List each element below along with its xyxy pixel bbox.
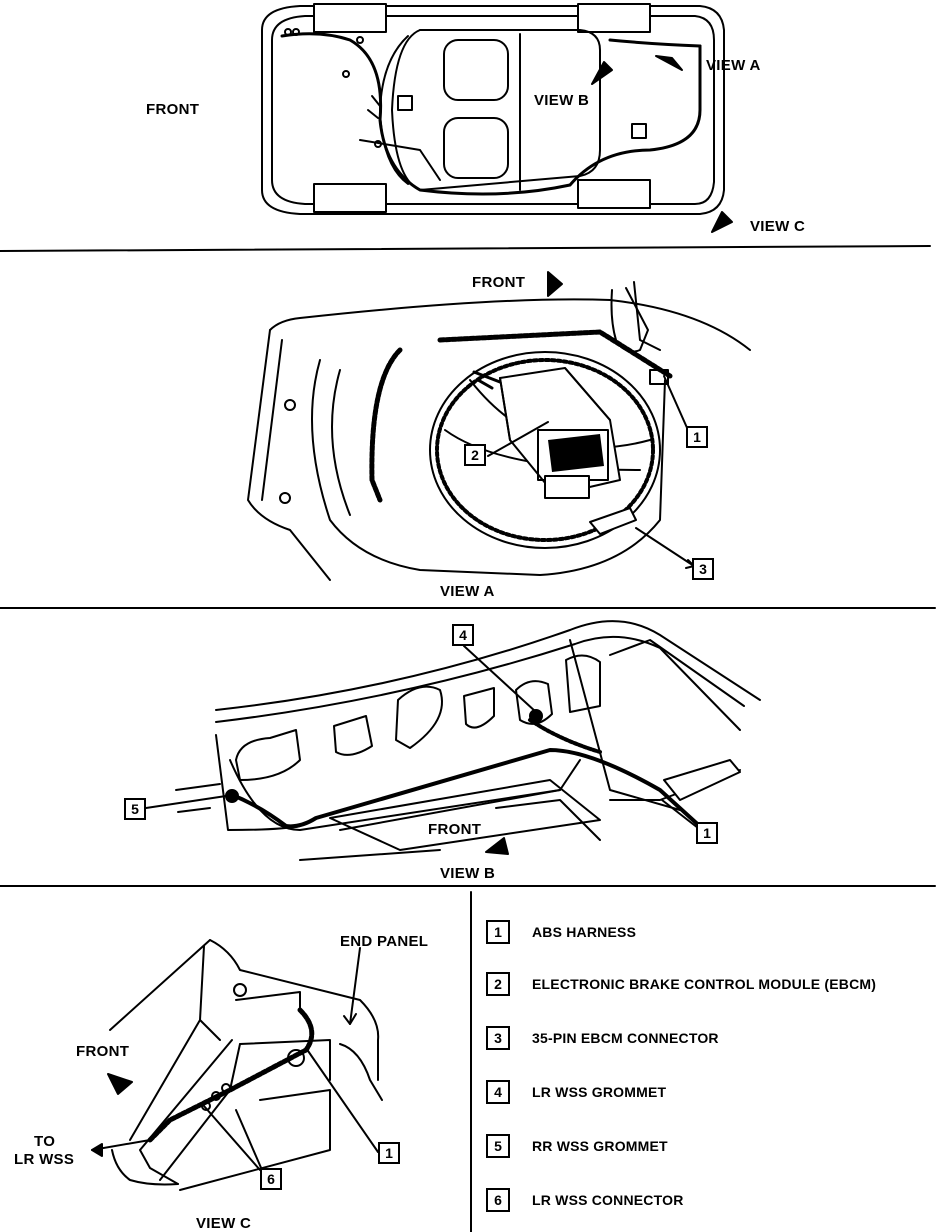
- legend-number: 4: [486, 1080, 510, 1104]
- end-panel-label: END PANEL: [340, 933, 429, 950]
- view-a-caption: VIEW A: [440, 583, 495, 600]
- legend-number: 2: [486, 972, 510, 996]
- callout-1-view-a: 1: [686, 426, 708, 448]
- view-a-front-label: FRONT: [472, 274, 526, 291]
- legend-text: ELECTRONIC BRAKE CONTROL MODULE (EBCM): [532, 976, 877, 992]
- view-b-front-label: FRONT: [428, 821, 482, 838]
- legend-item-1: 1 ABS HARNESS: [486, 920, 636, 944]
- legend-text: ABS HARNESS: [532, 924, 637, 940]
- legend-item-6: 6 LR WSS CONNECTOR: [486, 1188, 684, 1212]
- callout-3-view-a: 3: [692, 558, 714, 580]
- callout-1-view-b: 1: [696, 822, 718, 844]
- legend-number: 5: [486, 1134, 510, 1158]
- legend-number: 6: [486, 1188, 510, 1212]
- legend-number: 3: [486, 1026, 510, 1050]
- view-b-caption: VIEW B: [440, 865, 496, 882]
- legend-item-2: 2 ELECTRONIC BRAKE CONTROL MODULE (EBCM): [486, 972, 876, 996]
- legend-text: 35-PIN EBCM CONNECTOR: [532, 1030, 719, 1046]
- legend-item-4: 4 LR WSS GROMMET: [486, 1080, 666, 1104]
- legend-text: LR WSS GROMMET: [532, 1084, 667, 1100]
- top-view-c-label: VIEW C: [750, 218, 806, 235]
- legend-text: RR WSS GROMMET: [532, 1138, 668, 1154]
- to-label: TO: [34, 1133, 56, 1150]
- legend-item-5: 5 RR WSS GROMMET: [486, 1134, 668, 1158]
- vehicle-top-view: [261, 3, 733, 233]
- callout-5-view-b: 5: [124, 798, 146, 820]
- top-view-a-label: VIEW A: [706, 57, 761, 74]
- view-c-drawing: [91, 939, 383, 1191]
- legend-text: LR WSS CONNECTOR: [532, 1192, 684, 1208]
- to-lr-wss-label: LR WSS: [14, 1151, 75, 1168]
- callout-1-view-c: 1: [378, 1142, 400, 1164]
- top-front-label: FRONT: [146, 101, 200, 118]
- callout-4-view-b: 4: [452, 624, 474, 646]
- legend-number: 1: [486, 920, 510, 944]
- callout-2-view-a: 2: [464, 444, 486, 466]
- view-b-drawing: [145, 620, 761, 861]
- legend-item-3: 3 35-PIN EBCM CONNECTOR: [486, 1026, 719, 1050]
- divider-1: [0, 245, 931, 252]
- top-view-b-label: VIEW B: [534, 92, 590, 109]
- view-a-drawing: [247, 271, 751, 581]
- callout-6-view-c: 6: [260, 1168, 282, 1190]
- view-c-caption: VIEW C: [196, 1215, 252, 1232]
- view-c-front-label: FRONT: [76, 1043, 130, 1060]
